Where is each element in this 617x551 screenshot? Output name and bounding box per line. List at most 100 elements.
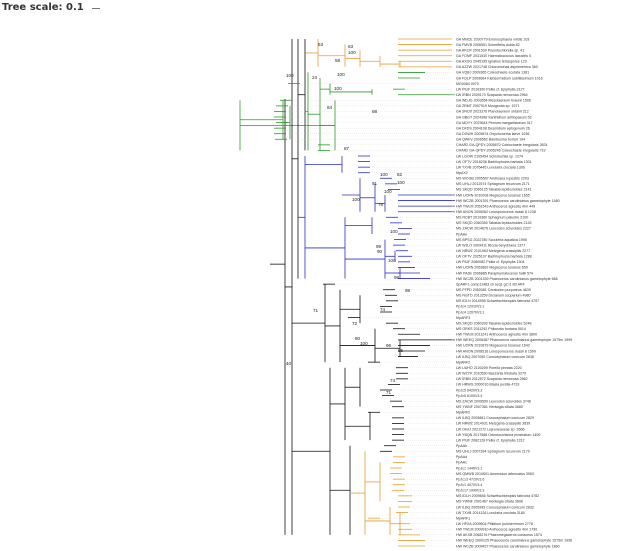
support-value: 100: [348, 50, 356, 55]
taxon-label: MpAX2: [456, 171, 468, 175]
support-value: 24: [312, 75, 318, 80]
taxon-label: LW ILBQ 2005881 Conocephalum conicum 282…: [456, 416, 534, 420]
taxon-label: MS BPSG 2022780 Scouleria aquatica 1995: [456, 238, 527, 242]
taxon-label: HW ANON 2008516 Leiosporoceros dussii 8 …: [456, 349, 536, 353]
taxon-label: PpAAe: [456, 232, 467, 236]
support-value: 100: [334, 86, 342, 91]
taxon-label: GA QWFV 2006562 Bambusina borreri 194: [456, 138, 525, 142]
taxon-label: MS QMWB 2010601 Anomodon attenuatus 3063: [456, 472, 534, 476]
taxon-label: MS FFPD 2050081 Ceratodon purpureus 4639: [456, 288, 531, 292]
taxon-label: MS YWNF 2001467 Hedwigia ciliata 3696: [456, 500, 523, 504]
taxon-label: LW WJLO 2009411 Riccia berychiana 1377: [456, 243, 525, 247]
taxon-label: MG0084 0070: [456, 82, 479, 86]
taxon-label: LW OFTV 2018236 Barbilophozia barbata 13…: [456, 160, 532, 164]
taxon-label: HW WEEQ 2009125 Phaeoceros carolinianus …: [456, 539, 572, 543]
taxon-label: MpARF2: [456, 411, 470, 415]
support-value: 100: [337, 72, 345, 77]
taxon-label: MS IDLH 2009846 Schwetschkeopsis fabroni…: [456, 494, 539, 498]
taxon-label: LW NRWZ 2014931 Metzgeria crassipilis 38…: [456, 422, 530, 426]
support-value: 71: [386, 390, 392, 395]
taxon-label: MS SKQD 2060393 Takakia lepidozioides 52…: [456, 321, 531, 325]
taxon-label: MS ORKS 2011292 Philonotis fontana 5014: [456, 327, 526, 331]
taxon-label: SpARF1 comp11483 c0 seq1 g2.i1 B3 ARF: [456, 282, 526, 286]
support-value: 99: [376, 244, 382, 249]
taxon-label: LW PIUF 2080082 Pellia cf. Epiphylla 130…: [456, 260, 524, 264]
taxon-label: GA VQBJ 2009365 Coleochaete scutata 1381: [456, 71, 529, 75]
taxon-label: LW IRBN 2009170 Scapania nemorosa 2964: [456, 93, 528, 97]
taxon-label: PpJc1 1440V3.1: [456, 466, 482, 470]
taxon-label: LW LGOW 2105454 Schistochila sp. 1274: [456, 154, 523, 158]
taxon-label: GA AKCR 2001539 Pseudochlorella sp. 41: [456, 48, 524, 52]
support-value: 91: [372, 181, 378, 186]
support-value: 100: [380, 172, 388, 177]
taxon-label: MpARF3: [456, 316, 470, 320]
taxon-label: HW WEEQ 2006487 Phaeoceros carolinianus …: [456, 338, 572, 342]
support-value: 88: [372, 109, 378, 114]
taxon-label: GA DGWH 2009874 Onychonema laeve 1036: [456, 132, 529, 136]
support-value: 71: [313, 308, 319, 313]
taxon-label: GA AXGG 2045195 Ignatius tetrasporus 123: [456, 60, 527, 64]
taxon-label: PpAAd: [456, 455, 467, 459]
taxon-label: LW ILBQ 2007050 Conocephalum conicum 283…: [456, 355, 534, 359]
taxon-label: PpJc4 12070V3.1: [456, 310, 484, 314]
taxon-label: HW WCZB 2001391 Phaeoceros carolinianus …: [456, 199, 560, 203]
taxon-label: PpAAc: [456, 461, 467, 465]
taxon-label: HW UCRN 2010879 Megaceros tosanus 1643: [456, 344, 530, 348]
taxon-label: MS ZACW 2014676 Leucodon sciuroides 2227: [456, 227, 531, 231]
taxon-label: MS RCBT 2019360 Sphagnum palustre 2100: [456, 216, 528, 220]
taxon-label: MS NGTD 2013259 Dicranum scoparium 4980: [456, 294, 531, 298]
support-value: 98: [394, 275, 400, 280]
support-value: 100: [390, 229, 398, 234]
taxon-label: MS IDLH 2014598 Schwetschkeopsis fabroni…: [456, 299, 539, 303]
taxon-label: HW WCZB 2009427 Phaeoceros carolinianus …: [456, 544, 560, 548]
taxon-label: CHAR2 GA-QPDY-2005870 Coleochaete irregu…: [456, 143, 548, 147]
taxon-label: LW NRWZ 2101063 Metzgeria crassipilis 22…: [456, 249, 530, 253]
support-value: 100: [384, 189, 392, 194]
taxon-label: LW PIUF 2016390 Pellia cf. Epiphylla 312…: [456, 87, 524, 91]
support-value: 100: [397, 180, 405, 185]
taxon-label: LW TXVB 2076445 Lunularia cruciata 1306: [456, 165, 525, 169]
taxon-label: GA FOMF 2031530 Haematococcus lacustris …: [456, 54, 531, 58]
support-value: 98: [405, 288, 411, 293]
support-value: 80: [355, 336, 361, 341]
taxon-label: MS WOGB 2005507 Andreaea rupestris 2203: [456, 177, 529, 181]
taxon-label: LW HFXA 2009604 Ptilidium pulcherrimum 2…: [456, 522, 533, 526]
taxon-label: MS UHLJ 2012574 Sphagnum recurvum 2171: [456, 182, 530, 186]
taxon-label: HW PAJB 2006885 Paraphymatoceros hallii …: [456, 271, 533, 275]
support-value: 96: [386, 343, 392, 348]
support-value: 84: [327, 105, 333, 110]
support-value: 100: [286, 73, 294, 78]
taxon-label: LW ILBQ 2005995 Conocephalum conicum 283…: [456, 505, 534, 509]
taxon-label: GA SNOX 2023376 Planotaenium ohtanii 212: [456, 110, 529, 114]
taxon-label: HW TWLM 2051543 Anthoceros agrestis 4rm …: [456, 204, 535, 208]
taxon-label: GA MNCE 2030779 Eremosphaera viridis 103: [456, 37, 529, 41]
support-value: 74: [390, 378, 396, 383]
taxon-label: PpJc17 1990V3.3: [456, 489, 484, 493]
support-value: 72: [352, 321, 358, 326]
taxon-label: PpJc4 12910V3.1: [456, 305, 484, 309]
support-value: 74: [380, 307, 386, 312]
taxon-label: LW OFTV 2025107 Barbilophozia barbata 12…: [456, 255, 532, 259]
taxon-label: GA ZRMT 2007919 Mougeotia sp. 1571: [456, 104, 519, 108]
taxon-label: GA DFDS 2004108 Desmidium aptogonum 26: [456, 126, 530, 130]
support-value: 63: [348, 44, 354, 49]
support-value: 87: [344, 146, 350, 151]
taxon-label: CHAR2 GA-QPDY-2005246 Coleochaete irregu…: [456, 149, 546, 153]
support-value: 100: [388, 258, 396, 263]
taxon-label: HW AKXB 2068276 Phaeomegaceros coriaceus…: [456, 533, 542, 537]
support-value: 40: [286, 361, 292, 366]
support-value: 100: [360, 341, 368, 346]
taxon-label: LW HRWG 2000010 Blasia pusilla 4733: [456, 383, 519, 387]
taxon-label: MpARF1: [456, 516, 470, 520]
tree-scale-bar: [91, 7, 100, 9]
taxon-label: HW UCRN 2010208 Megaceros tosanus 1655: [456, 193, 530, 197]
taxon-label: LW IRBN 2012572 Scapania nemorosa 2862: [456, 377, 528, 381]
taxon-label: MS SKQD 2065125 Takakia lepidozioides 21…: [456, 188, 531, 192]
taxon-label: MS SKQD 2060355 Takakia lepidozioides 21…: [456, 221, 531, 225]
tree-scale-label: Tree scale: 0.1: [2, 1, 84, 13]
taxon-label: HW ANON 2006062 Leiosporoceros dussii 8 …: [456, 210, 536, 214]
taxon-label: GA FMVB 2006551 Scherffelia dubia 82: [456, 43, 520, 47]
taxon-label: GA AZZW 2021748 Chloromonas asymmetrica …: [456, 65, 538, 69]
